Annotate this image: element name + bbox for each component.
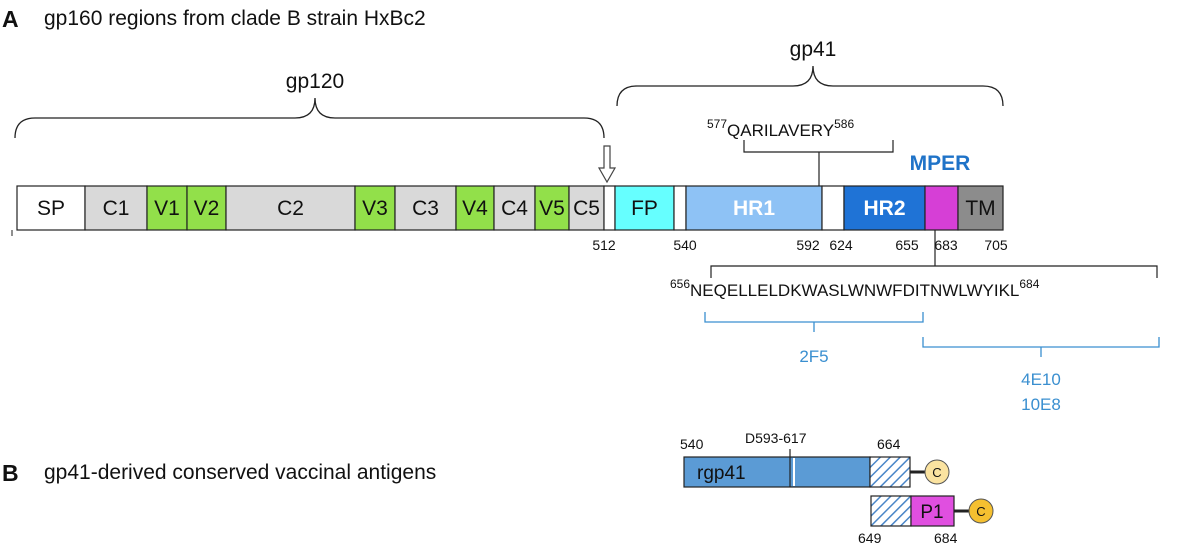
p1-cys-icon: [968, 498, 994, 524]
seq-lower-residues: NEQELLELDKWASLWNWFDITNWLWYIKL: [690, 281, 1019, 300]
segment-spacer-11: [603, 185, 616, 231]
p1-pos-end: 684: [934, 530, 958, 546]
rgp41-label: rgp41: [697, 463, 746, 484]
segment-tm: [957, 185, 1004, 231]
segment-label-c4: C4: [501, 197, 528, 220]
segment-v5: [534, 185, 570, 231]
segment-label-c3: C3: [412, 197, 439, 220]
gp41-brace: [616, 65, 1004, 107]
segment-label-fp: FP: [631, 197, 658, 220]
segment-label-v3: V3: [362, 197, 388, 220]
segment-spacer-13: [673, 185, 687, 231]
segment-label-v5: V5: [539, 197, 565, 220]
segment-v4: [455, 185, 495, 231]
panel-b-title: gp41-derived conserved vaccinal antigens: [44, 461, 436, 484]
segment-label-hr1: HR1: [733, 197, 775, 220]
gp120-label: gp120: [286, 70, 344, 93]
segment-label-c1: C1: [103, 197, 130, 220]
segment-spacer-17: [924, 185, 959, 231]
p1-pos-start: 649: [858, 530, 882, 546]
seq-upper-residues: QARILAVERY: [727, 121, 834, 140]
segment-label-v4: V4: [462, 197, 488, 220]
seq-upper-start: 577: [707, 117, 727, 131]
mper-label: MPER: [910, 152, 971, 175]
segment-label-tm: TM: [965, 197, 995, 220]
segment-c2: [225, 185, 356, 231]
cleavage-arrow-icon: [597, 145, 617, 184]
rgp41-pos-start: 540: [680, 436, 704, 452]
panel-a-title: gp160 regions from clade B strain HxBc2: [44, 7, 426, 30]
position-labels: 512 540 592 624 655 683 705: [592, 237, 1008, 253]
gp160-bar: SP C1 V1 V2 C2 V3 C3 V4 C4 V5 C5 FP HR1 HR2 TM: [16, 185, 1004, 231]
segment-hr1: [685, 185, 823, 231]
segment-c1: [84, 185, 148, 231]
segment-label-v2: V2: [194, 197, 220, 220]
segment-v1: [146, 185, 188, 231]
position-624: 624: [829, 237, 853, 253]
panel-b-letter: B: [2, 460, 19, 486]
segment-label-c2: C2: [277, 197, 304, 220]
position-683: 683: [934, 237, 958, 253]
seq-upper-bracket: [743, 140, 894, 186]
segment-spacer-15: [821, 185, 845, 231]
ab-2f5-bracket: [704, 312, 924, 332]
position-540: 540: [673, 237, 697, 253]
rgp41-pos-end: 664: [877, 436, 901, 452]
rgp41-hatched-region: [869, 456, 911, 488]
gp41-label: gp41: [790, 38, 837, 61]
seq-lower-bracket: [710, 265, 1158, 278]
ab-10e8-label: 10E8: [1021, 395, 1061, 414]
segment-fp: [614, 185, 675, 231]
position-512: 512: [592, 237, 616, 253]
segment-c3: [394, 185, 457, 231]
rgp41-cys-label: C: [932, 465, 941, 480]
segment-label-sp: SP: [37, 197, 65, 220]
segment-sp: [16, 185, 86, 231]
p1-bar: [910, 495, 955, 527]
seq-lower-start: 656: [670, 277, 690, 291]
segment-v3: [354, 185, 396, 231]
rgp41-bar: [683, 456, 871, 488]
seq-lower: 656NEQELLELDKWASLWNWFDITNWLWYIKL684: [670, 277, 1040, 300]
segment-label-v1: V1: [154, 197, 180, 220]
seq-upper: 577QARILAVERY586: [707, 117, 854, 140]
segment-c4: [493, 185, 536, 231]
segment-label-c5: C5: [573, 197, 600, 220]
p1-label: P1: [920, 502, 943, 523]
segment-hr2: [843, 185, 926, 231]
p1-cys-label: C: [976, 504, 985, 519]
seq-lower-end: 684: [1019, 277, 1039, 291]
position-592: 592: [796, 237, 820, 253]
rgp41-cys-icon: [924, 459, 950, 485]
position-655: 655: [895, 237, 919, 253]
ab-4e10-label: 4E10: [1021, 370, 1061, 389]
gp120-brace: [14, 97, 605, 139]
rgp41-deletion: D593-617: [745, 430, 807, 446]
segment-label-hr2: HR2: [863, 197, 905, 220]
seq-upper-end: 586: [834, 117, 854, 131]
panel-a-letter: A: [2, 6, 19, 32]
p1-hatched-region: [870, 495, 912, 527]
ab-4e10-bracket: [922, 337, 1160, 357]
position-705: 705: [984, 237, 1008, 253]
ab-2f5-label: 2F5: [799, 347, 828, 366]
